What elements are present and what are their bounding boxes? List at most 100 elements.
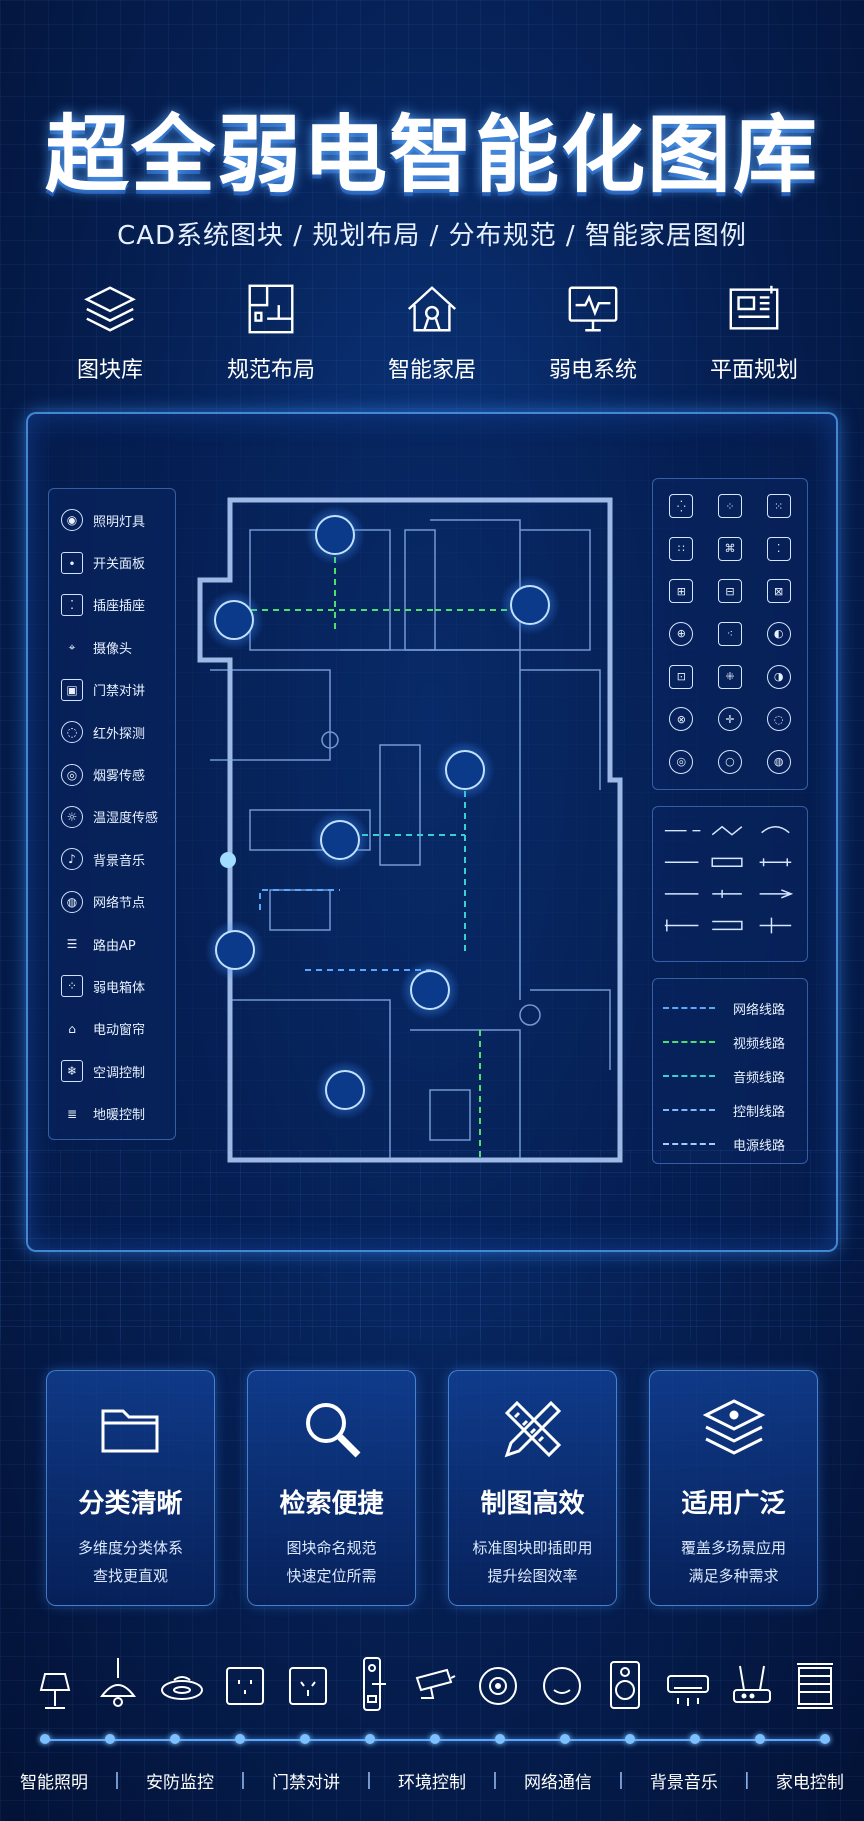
bottom-label[interactable]: 安防监控 [145, 1772, 214, 1793]
feature-card-efficiency[interactable]: 制图高效 标准图块即插即用 提升绘图效率 [448, 1370, 617, 1606]
timeline-dot [820, 1734, 830, 1744]
plan-device-markers [204, 505, 560, 1120]
device-item[interactable] [347, 1652, 397, 1712]
symbol-cell[interactable]: ⊟ [708, 572, 753, 611]
legend-item[interactable]: ▣门禁对讲 [61, 669, 175, 711]
symbol-cell[interactable]: ∷ [659, 530, 704, 569]
curtain-icon: ⌂ [68, 1021, 76, 1036]
symbol-icon: ⁚ [766, 536, 791, 561]
legend-label: 空调控制 [93, 1065, 146, 1081]
device-item[interactable] [157, 1652, 207, 1712]
wire-item: 网络线路 [663, 991, 797, 1025]
symbol-cell[interactable]: ⌘ [708, 530, 753, 569]
feature-card-wide-use[interactable]: 适用广泛 覆盖多场景应用 满足多种需求 [649, 1370, 818, 1606]
device-item[interactable] [410, 1652, 460, 1712]
legend-item[interactable]: ☰路由AP [61, 923, 175, 965]
symbol-cell[interactable]: ⊕ [659, 615, 704, 654]
device-item[interactable] [220, 1652, 270, 1712]
symbol-cell[interactable]: ⁛ [659, 487, 704, 526]
legend-item[interactable]: ◍网络节点 [61, 881, 175, 923]
category-layout[interactable]: 规范布局 [201, 280, 341, 390]
wire-item: 视频线路 [663, 1025, 797, 1059]
legend-item[interactable]: ≣地暖控制 [61, 1092, 175, 1134]
monitor-icon [568, 286, 618, 332]
category-label: 智能家居 [387, 358, 476, 383]
symbol-cell[interactable]: ◐ [756, 615, 801, 654]
socket-panel-icon [225, 1667, 264, 1705]
symbol-cell[interactable]: ◑ [756, 657, 801, 696]
timeline-dot [235, 1734, 245, 1744]
device-item[interactable] [663, 1652, 713, 1712]
category-smart-home[interactable]: 智能家居 [362, 280, 502, 390]
symbol-cell[interactable]: ⊡ [659, 657, 704, 696]
bottom-label[interactable]: 背景音乐 [649, 1772, 718, 1793]
symbol-cell[interactable]: ⊞ [659, 572, 704, 611]
symbol-cell[interactable]: ⊠ [756, 572, 801, 611]
symbol-cell[interactable]: ⁚ [756, 530, 801, 569]
timeline-dot [755, 1734, 765, 1744]
bottom-label[interactable]: 门禁对讲 [271, 1772, 340, 1793]
legend-item[interactable]: ◌红外探测 [61, 711, 175, 753]
feature-title: 检索便捷 [279, 1489, 384, 1519]
symbol-cell[interactable]: ⁘ [708, 487, 753, 526]
magnifier-icon [305, 1403, 360, 1458]
legend-item[interactable]: ◎ 烟雾传感 [61, 753, 175, 795]
symbol-icon: ◌ [766, 707, 791, 732]
bottom-label[interactable]: 网络通信 [523, 1772, 592, 1793]
device-item[interactable] [473, 1652, 523, 1712]
legend-item[interactable]: ⁘弱电箱体 [61, 965, 175, 1007]
wire-item: 音频线路 [663, 1059, 797, 1093]
timeline-dot [430, 1734, 440, 1744]
separator: | [744, 1770, 750, 1790]
intercom-icon: ▣ [61, 678, 83, 701]
device-item[interactable] [283, 1652, 333, 1712]
symbol-cell[interactable]: ⁖ [708, 615, 753, 654]
legend-item[interactable]: ⁚插座插座 [61, 584, 175, 626]
category-weak-current[interactable]: 弱电系统 [523, 280, 663, 390]
symbol-icon: ⊞ [669, 579, 694, 604]
symbol-cell[interactable]: ⊗ [659, 700, 704, 739]
category-block-library[interactable]: 图块库 [40, 280, 180, 390]
device-item[interactable] [790, 1652, 840, 1712]
bottom-label[interactable]: 家电控制 [775, 1772, 844, 1793]
feature-card-search[interactable]: 检索便捷 图块命名规范 快速定位所需 [247, 1370, 416, 1606]
device-item[interactable] [537, 1652, 587, 1712]
device-item[interactable] [600, 1652, 650, 1712]
legend-item[interactable]: ⌖摄像头 [61, 626, 175, 668]
separator: | [366, 1770, 372, 1790]
device-item[interactable] [93, 1652, 143, 1712]
perspective-grid [0, 1150, 864, 1340]
smart-home-icon [407, 286, 457, 332]
symbol-cell[interactable]: ○ [708, 742, 753, 781]
category-floor-plan[interactable]: 平面规划 [684, 280, 824, 390]
bottom-label[interactable]: 环境控制 [397, 1772, 466, 1793]
legend-item[interactable]: ⌂电动窗帘 [61, 1008, 175, 1050]
legend-item[interactable]: ☼温湿度传感 [61, 796, 175, 838]
bottom-label[interactable]: 智能照明 [20, 1772, 88, 1793]
symbol-icon: ∷ [669, 536, 694, 561]
air-conditioner-icon [667, 1675, 710, 1706]
symbol-cell[interactable]: ✛ [708, 700, 753, 739]
smoke-icon: ◎ [61, 763, 83, 786]
legend-label: 烟雾传感 [93, 769, 146, 785]
symbol-cell[interactable]: ◎ [659, 742, 704, 781]
legend-item[interactable]: ❄空调控制 [61, 1050, 175, 1092]
symbol-cell[interactable]: ⁙ [756, 487, 801, 526]
folder-icon [101, 1409, 158, 1453]
symbol-cell[interactable]: ⁜ [708, 657, 753, 696]
symbol-cell[interactable]: ◍ [756, 742, 801, 781]
device-item[interactable] [30, 1652, 80, 1712]
legend-item[interactable]: ◉照明灯具 [61, 499, 175, 541]
category-label: 平面规划 [709, 358, 798, 383]
symbol-icon: ⊗ [669, 707, 694, 732]
wire-label: 控制线路 [733, 1104, 786, 1120]
feature-title: 制图高效 [480, 1489, 585, 1519]
legend-item[interactable]: ♪背景音乐 [61, 838, 175, 880]
feature-card-classification[interactable]: 分类清晰 多维度分类体系 查找更直观 [46, 1370, 215, 1606]
box-icon: ⁘ [61, 975, 83, 998]
legend-item[interactable]: ∙开关面板 [61, 541, 175, 583]
category-label: 规范布局 [226, 358, 315, 383]
device-item[interactable] [727, 1652, 777, 1712]
separator: | [492, 1770, 498, 1790]
symbol-cell[interactable]: ◌ [756, 700, 801, 739]
